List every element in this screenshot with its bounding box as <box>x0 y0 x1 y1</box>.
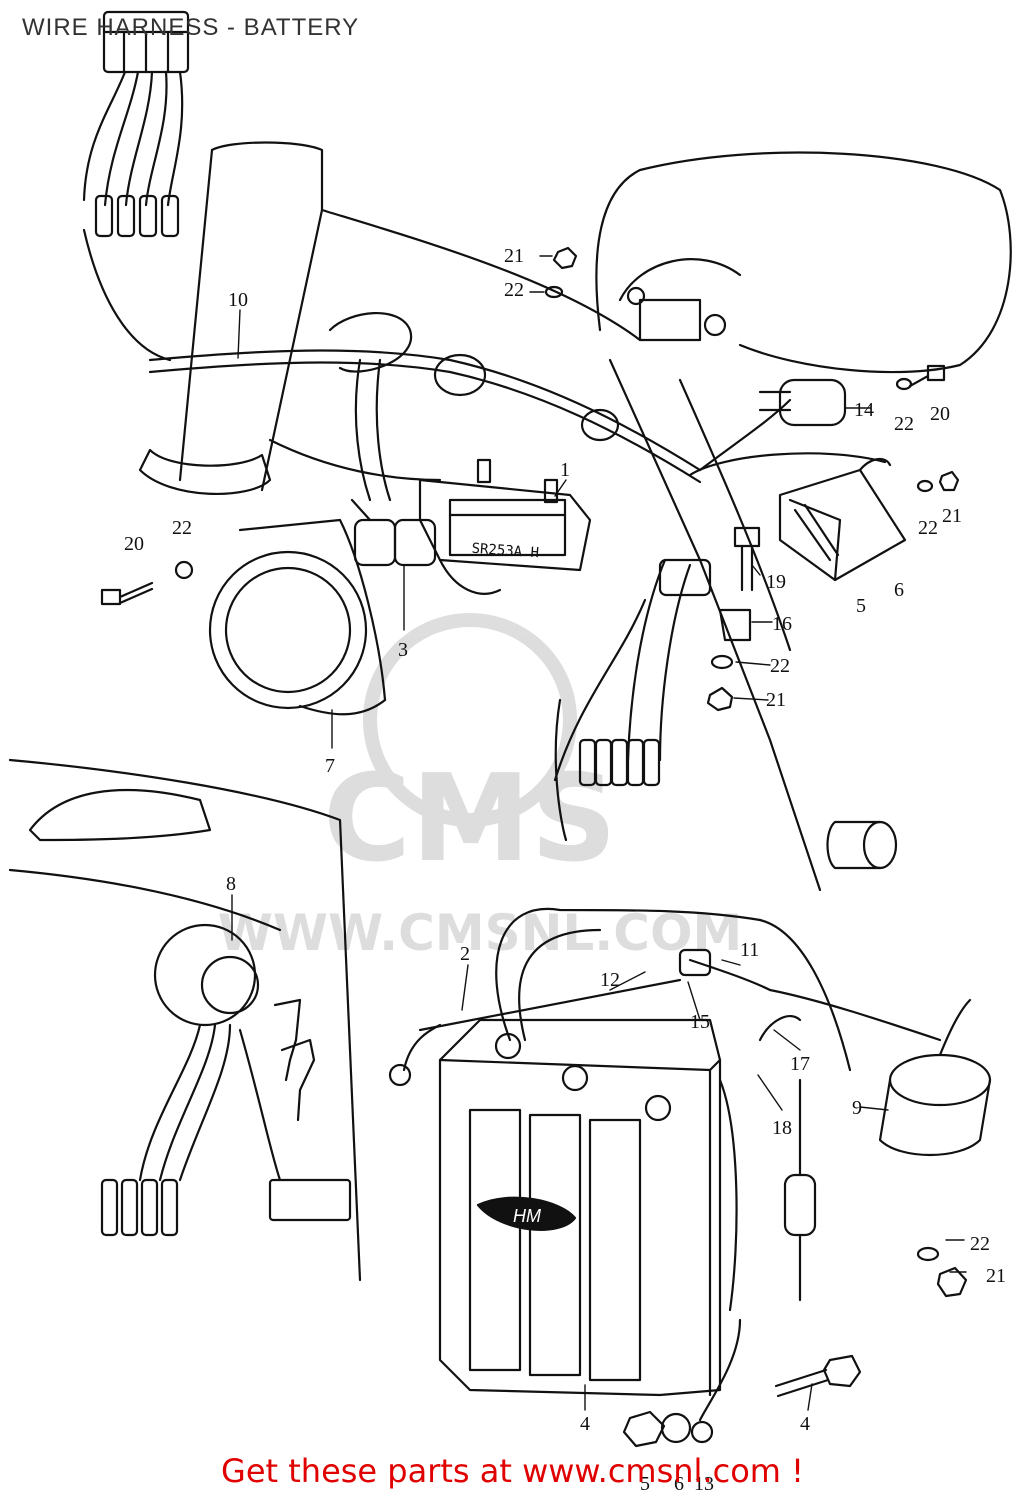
callout-12: 12 <box>600 969 620 991</box>
connector-14 <box>758 378 847 427</box>
callout-18: 18 <box>772 1117 792 1139</box>
fuse-switch <box>783 1078 817 1302</box>
callout-20-left: 20 <box>124 533 144 555</box>
frame-hole <box>433 353 487 397</box>
callout-9: 9 <box>852 1097 862 1119</box>
bolt-19 <box>733 526 761 592</box>
nut <box>552 246 578 270</box>
clamp-16 <box>718 608 752 642</box>
washer-left <box>174 560 194 580</box>
callout-4-bolt: 4 <box>800 1413 810 1435</box>
washer <box>916 479 934 493</box>
callout-22-bottom: 22 <box>970 1233 990 1255</box>
watermark: CMS WWW.CMSNL.COM <box>218 613 743 962</box>
nut <box>936 1266 968 1298</box>
bolt-right <box>908 364 946 388</box>
frame-hole <box>580 408 620 442</box>
washer <box>544 285 564 299</box>
battery <box>438 1018 722 1397</box>
callout-3: 3 <box>398 639 408 661</box>
callout-21-right: 21 <box>942 505 962 527</box>
washer <box>710 654 734 670</box>
nut <box>938 470 960 492</box>
spacer <box>826 820 898 870</box>
callout-11: 11 <box>740 939 759 961</box>
bolt-bottom <box>774 1354 862 1398</box>
ignition-coil <box>878 998 992 1156</box>
callout-20-right: 20 <box>930 403 950 425</box>
watermark-url: WWW.CMSNL.COM <box>218 904 743 962</box>
nut <box>706 686 734 712</box>
washer <box>895 377 913 391</box>
callout-22-mid: 22 <box>770 655 790 677</box>
callout-16: 16 <box>772 613 792 635</box>
callout-8: 8 <box>226 873 236 895</box>
parts-shop-banner[interactable]: Get these parts at www.cmsnl.com ! <box>221 1452 804 1490</box>
ignition-switch <box>100 923 352 1237</box>
connector-boots <box>350 358 437 567</box>
callout-21-bottom: 21 <box>986 1265 1006 1287</box>
top-wire-bundle <box>82 70 184 362</box>
page-title: WIRE HARNESS - BATTERY <box>22 14 360 41</box>
left-panel <box>8 758 362 1282</box>
horn <box>208 518 387 716</box>
callout-17: 17 <box>790 1053 810 1075</box>
callout-1: 1 <box>560 459 570 481</box>
regulator-marking: SR253A H <box>471 541 539 562</box>
harness-clip <box>328 311 413 373</box>
callout-13: 13 <box>694 1473 714 1495</box>
callout-6-washer: 6 <box>674 1473 684 1495</box>
battery-logo: HM <box>513 1206 541 1226</box>
nut <box>622 1410 666 1448</box>
callout-22-right-upper: 22 <box>894 413 914 435</box>
relay-box <box>778 457 907 582</box>
callout-5-relay: 5 <box>856 595 866 617</box>
callout-21-mid: 21 <box>766 689 786 711</box>
leader-lines <box>231 255 967 1411</box>
callout-22-left: 22 <box>172 517 192 539</box>
callout-22-top: 22 <box>504 279 524 301</box>
washer <box>916 1246 940 1262</box>
callout-4-battery: 4 <box>580 1413 590 1435</box>
callout-14: 14 <box>854 399 874 421</box>
watermark-brand: CMS <box>323 750 617 889</box>
callout-2: 2 <box>460 943 470 965</box>
callout-15: 15 <box>690 1011 710 1033</box>
callout-5-nut: 5 <box>640 1473 650 1495</box>
callout-7: 7 <box>325 755 335 777</box>
callout-6-relay: 6 <box>894 579 904 601</box>
bolt-left <box>100 581 154 606</box>
part-callouts: 1 2 3 4 4 5 5 6 6 7 8 9 10 11 12 13 14 1… <box>124 245 1006 1495</box>
washer <box>660 1412 692 1444</box>
battery-cables <box>388 907 942 1444</box>
main-harness <box>148 349 887 484</box>
callout-10: 10 <box>228 289 248 311</box>
harness-branch <box>553 558 712 842</box>
callout-21-top: 21 <box>504 245 524 267</box>
rear-fender <box>595 151 1012 374</box>
callout-19: 19 <box>766 571 786 593</box>
frame-panel <box>268 208 822 892</box>
top-connector <box>102 10 190 74</box>
callout-22-right-lower: 22 <box>918 517 938 539</box>
